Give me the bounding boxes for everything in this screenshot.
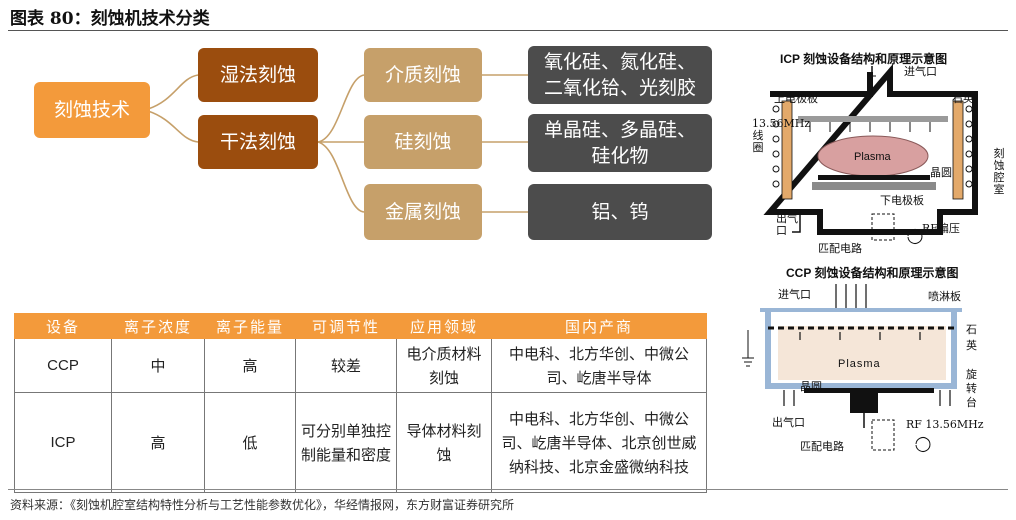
table-cell: 高 bbox=[204, 338, 296, 393]
icp-schematic bbox=[763, 64, 978, 244]
table-cell: 中电科、北方华创、中微公司、屹唐半导体、北京创世威纳科技、北京金盛微纳科技 bbox=[491, 392, 707, 493]
ccp-gas-in-label: 进气口 bbox=[778, 288, 811, 301]
footer-divider bbox=[8, 489, 1008, 490]
table-header: 可调节性 bbox=[295, 313, 397, 339]
table-header: 应用领域 bbox=[396, 313, 492, 339]
table-header: 离子浓度 bbox=[111, 313, 205, 339]
icp-quartz-label: 石英 bbox=[952, 92, 974, 105]
table-header: 离子能量 bbox=[204, 313, 296, 339]
table-cell: CCP bbox=[14, 338, 112, 393]
table-cell: 中电科、北方华创、中微公司、屹唐半导体 bbox=[491, 338, 707, 393]
table-row: CCP 中 高 较差 电介质材料刻蚀 中电科、北方华创、中微公司、屹唐半导体 bbox=[14, 338, 707, 393]
icp-coil-label: 13.56MHz线圈 bbox=[752, 117, 811, 154]
node-etching-technology: 刻蚀技术 bbox=[34, 82, 150, 138]
ccp-match-label: 匹配电路 bbox=[800, 440, 844, 453]
icp-wafer-label: 晶圆 bbox=[930, 166, 952, 179]
node-silicon-materials: 单晶硅、多晶硅、硅化物 bbox=[528, 114, 712, 172]
icp-lower-plate-label: 下电极板 bbox=[880, 194, 924, 207]
table-cell: 可分别单独控制能量和密度 bbox=[295, 392, 397, 493]
ccp-quartz-label: 石英 bbox=[966, 323, 977, 352]
table-header-row: 设备 离子浓度 离子能量 可调节性 应用领域 国内产商 bbox=[14, 313, 707, 339]
node-dry-etching: 干法刻蚀 bbox=[198, 115, 318, 169]
table-header: 设备 bbox=[14, 313, 112, 339]
node-metal-materials: 铝、钨 bbox=[528, 184, 712, 240]
ccp-diagram-title: CCP 刻蚀设备结构和原理示意图 bbox=[786, 266, 959, 280]
node-dielectric-materials: 氧化硅、氮化硅、二氧化铪、光刻胶 bbox=[528, 46, 712, 104]
icp-rf-bias-label: RF偏压 bbox=[922, 222, 960, 235]
table-cell: 较差 bbox=[295, 338, 397, 393]
table-cell: 中 bbox=[111, 338, 205, 393]
etcher-comparison-table: 设备 离子浓度 离子能量 可调节性 应用领域 国内产商 CCP 中 高 较差 电… bbox=[14, 313, 707, 493]
title-divider bbox=[8, 30, 1008, 31]
table-cell: 电介质材料刻蚀 bbox=[396, 338, 492, 393]
table-header: 国内产商 bbox=[491, 313, 707, 339]
ccp-rf-label: RF 13.56MHz bbox=[906, 418, 984, 431]
ccp-plasma-label: Plasma bbox=[838, 358, 881, 370]
node-wet-etching: 湿法刻蚀 bbox=[198, 48, 318, 102]
tree-connectors bbox=[147, 74, 528, 213]
icp-upper-plate-label: 上电极板 bbox=[774, 92, 818, 105]
icp-chamber-label: 刻蚀腔室 bbox=[993, 147, 1005, 196]
table-cell: 高 bbox=[111, 392, 205, 493]
table-cell: ICP bbox=[14, 392, 112, 493]
ccp-rotary-label: 旋转台 bbox=[966, 368, 977, 409]
icp-match-label: 匹配电路 bbox=[818, 242, 862, 255]
ccp-schematic bbox=[742, 284, 962, 452]
ccp-showerhead-label: 喷淋板 bbox=[928, 290, 961, 303]
source-note: 资料来源：《刻蚀机腔室结构特性分析与工艺性能参数优化》，华经情报网，东方财富证券… bbox=[10, 498, 515, 512]
figure-title: 图表 80：刻蚀机技术分类 bbox=[10, 9, 210, 29]
table-cell: 导体材料刻蚀 bbox=[396, 392, 492, 493]
table-row: ICP 高 低 可分别单独控制能量和密度 导体材料刻蚀 中电科、北方华创、中微公… bbox=[14, 392, 707, 493]
node-dielectric-etching: 介质刻蚀 bbox=[364, 48, 482, 102]
ccp-wafer-label: 晶圆 bbox=[800, 380, 822, 393]
node-silicon-etching: 硅刻蚀 bbox=[364, 115, 482, 169]
ccp-gas-out-label: 出气口 bbox=[772, 416, 805, 429]
icp-gas-in-label: 进气口 bbox=[904, 65, 937, 78]
icp-diagram-title: ICP 刻蚀设备结构和原理示意图 bbox=[780, 52, 948, 66]
node-metal-etching: 金属刻蚀 bbox=[364, 184, 482, 240]
icp-plasma-label: Plasma bbox=[854, 151, 891, 163]
table-cell: 低 bbox=[204, 392, 296, 493]
icp-gas-out-label: 出气口 bbox=[776, 212, 798, 237]
